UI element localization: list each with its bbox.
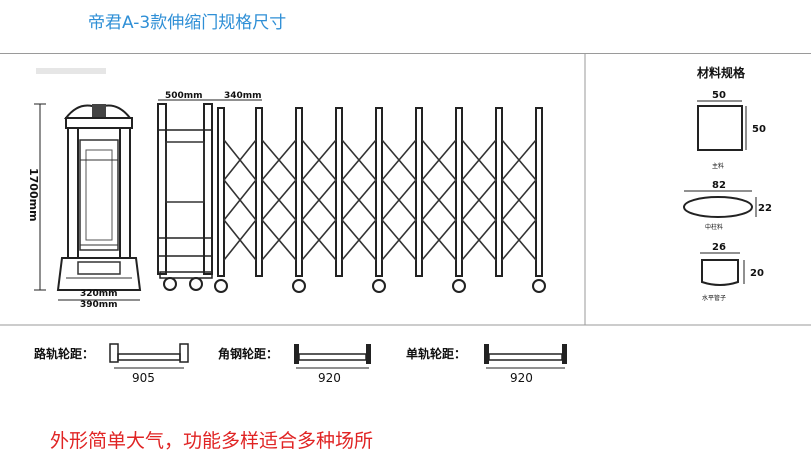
gate-side-view: 500mm 340mm [157,91,546,293]
material-specs: 材料规格 50 50 主料 82 22 中柱料 26 20 水平管子 [683,65,772,302]
main-tube-name: 主料 [712,162,724,170]
wheel-gauge-row-3: 单轨轮距： 920 [406,344,567,385]
divider-line [0,53,811,54]
base-dimensions: 320mm 390mm [58,289,140,310]
main-tube-shape [697,105,743,151]
materials-heading: 材料规格 [696,65,746,80]
middle-column-width: 82 [712,180,726,191]
wheel-gauge-label-3: 单轨轮距： [406,346,466,361]
wheel-gauge-value-3: 920 [510,371,533,385]
horizontal-width: 26 [712,242,726,253]
slogan-text: 外形简单大气，功能多样适合多种场所 [50,430,374,452]
page-title: 帝君A-3款伸缩门规格尺寸 [88,13,287,33]
wheel-gauge-row-1: 路轨轮距： 905 [34,343,189,385]
base-outer-label: 390mm [80,300,118,310]
base-inner-label: 320mm [80,289,118,299]
lattice-wheels [214,279,546,293]
horizontal-shape [701,259,739,286]
middle-column-name: 中柱料 [705,223,723,231]
gate-head-front-view [36,68,142,291]
wheel-gauge-value-1: 905 [132,371,155,385]
height-dimension: 1700mm [27,103,46,291]
middle-column-shape [683,196,753,218]
width-500-label: 500mm [165,91,203,101]
height-label: 1700mm [27,168,40,222]
wheel-gauge-label-2: 角钢轮距： [218,346,278,361]
lattice-posts [217,107,543,277]
horizontal-height: 20 [750,268,764,279]
main-tube-width: 50 [712,90,726,101]
wheel-gauge-row-2: 角钢轮距： 920 [218,344,371,385]
wheel-gauge-value-2: 920 [318,371,341,385]
lattice-cross-bars [222,139,538,261]
wheel-gauge-label-1: 路轨轮距： [34,346,94,361]
width-340-label: 340mm [224,91,262,101]
main-tube-height: 50 [752,124,766,135]
horizontal-name: 水平管子 [702,294,726,302]
middle-column-height: 22 [758,203,772,214]
